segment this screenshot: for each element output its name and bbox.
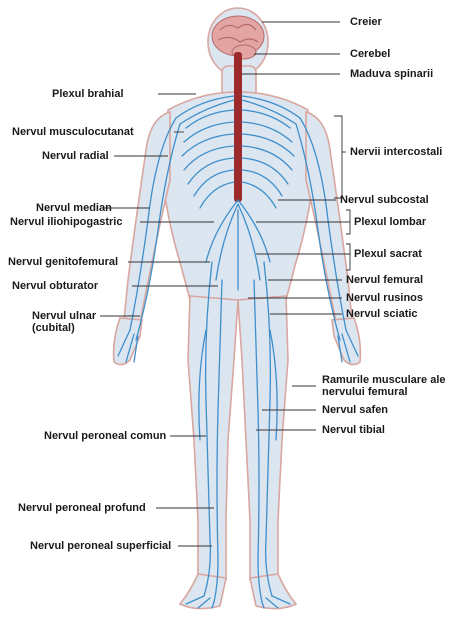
label-nervul-genitofemural: Nervul genitofemural (8, 256, 119, 268)
label-nervul-peroneal-comun: Nervul peroneal comun (44, 430, 167, 442)
label-plexul-lombar: Plexul lombar (354, 216, 427, 228)
label-ramurile-musculare-1: Ramurile musculare ale (322, 374, 446, 386)
label-nervul-ulnar: Nervul ulnar (32, 310, 97, 322)
label-cerebel: Cerebel (350, 48, 391, 60)
label-nervul-rusinos: Nervul rusinos (346, 292, 424, 304)
label-maduva-spinarii: Maduva spinarii (350, 68, 434, 80)
label-nervul-iliohipogastric: Nervul iliohipogastric (10, 216, 123, 228)
label-nervii-intercostali: Nervii intercostali (350, 146, 443, 158)
label-nervul-musculocutanat: Nervul musculocutanat (12, 126, 134, 138)
label-nervul-tibial: Nervul tibial (322, 424, 385, 436)
label-plexul-sacrat: Plexul sacrat (354, 248, 422, 260)
label-plexul-brahial: Plexul brahial (52, 88, 124, 100)
label-nervul-subcostal: Nervul subcostal (340, 194, 429, 206)
label-nervul-safen: Nervul safen (322, 404, 389, 416)
label-nervul-peroneal-superficial: Nervul peroneal superficial (30, 540, 172, 552)
label-creier: Creier (350, 16, 382, 28)
label-nervul-peroneal-profund: Nervul peroneal profund (18, 502, 146, 514)
spinal-cord (234, 52, 242, 202)
label-nervul-radial: Nervul radial (42, 150, 109, 162)
label-ramurile-musculare-2: nervului femural (322, 386, 408, 398)
label-nervul-obturator: Nervul obturator (12, 280, 99, 292)
label-nervul-sciatic: Nervul sciatic (346, 308, 418, 320)
label-nervul-median: Nervul median (36, 202, 112, 214)
nerve-network (117, 95, 359, 609)
leader-lines (100, 21, 351, 547)
label-nervul-femural: Nervul femural (346, 274, 424, 286)
label-nervul-ulnar-cubital: (cubital) (32, 322, 75, 334)
